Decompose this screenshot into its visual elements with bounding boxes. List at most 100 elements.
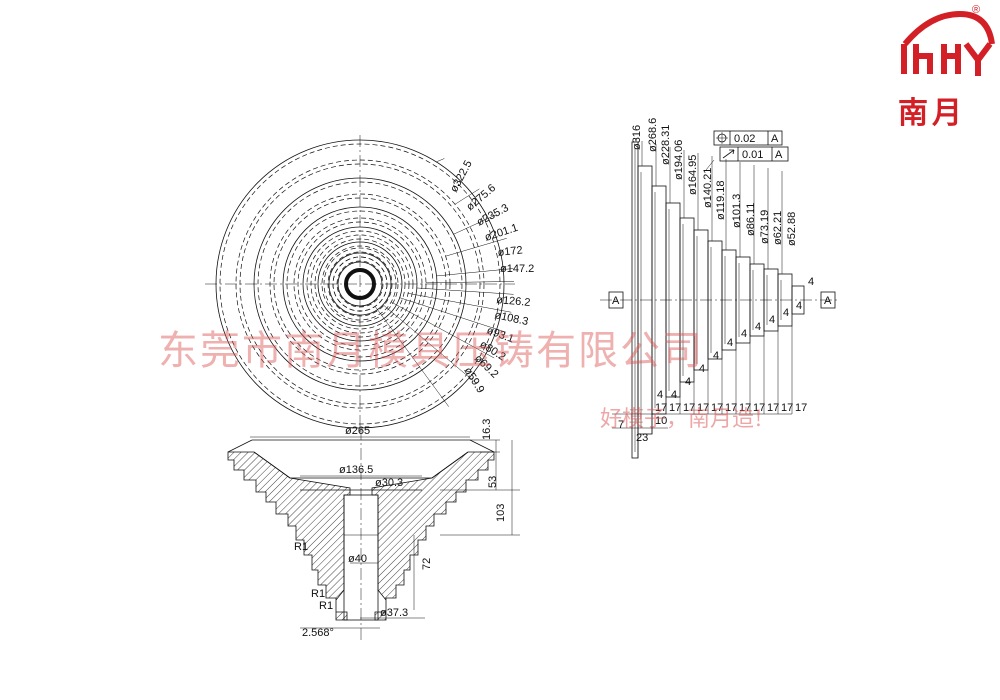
leader-10 bbox=[382, 304, 477, 384]
front-dimension-leaders bbox=[374, 158, 514, 407]
dim-40: ø40 bbox=[348, 553, 367, 565]
logo-text: 南月 bbox=[898, 96, 966, 131]
dim-total-left: 23 bbox=[636, 432, 648, 444]
dim-step-9: 4 bbox=[796, 300, 802, 312]
dim-r1-a: R1 bbox=[294, 541, 308, 553]
dim-side-10: ø62.21 bbox=[772, 211, 784, 245]
dim-53: 53 bbox=[487, 476, 499, 488]
ring-0 bbox=[215, 139, 505, 429]
slogan-watermark: 好模子，南月造! bbox=[600, 407, 763, 432]
datum-box-right bbox=[820, 291, 836, 309]
dim-side-9: ø73.19 bbox=[759, 210, 771, 244]
dim-first-step: 10 bbox=[655, 415, 667, 427]
dim-side-7: ø101.3 bbox=[731, 194, 743, 228]
dim-side-3: ø194.06 bbox=[673, 140, 685, 180]
dim-width-5: 17 bbox=[739, 402, 751, 414]
leader-9 bbox=[391, 301, 495, 359]
company-logo bbox=[901, 10, 995, 76]
dim-front-4: ø172 bbox=[497, 244, 523, 259]
leader-3 bbox=[445, 238, 507, 257]
dim-37-3: ø37.3 bbox=[380, 607, 408, 619]
dim-side-1: ø268.6 bbox=[647, 118, 659, 152]
dim-side-5: ø140.21 bbox=[702, 168, 714, 208]
fcf-value-2: 0.01 bbox=[742, 149, 763, 161]
ring-7 bbox=[310, 234, 410, 334]
side-step-labels: 4 4 4 4 4 4 4 4 4 4 4 4 bbox=[657, 276, 814, 401]
dim-103: 103 bbox=[495, 504, 507, 522]
side-view: A A 0.02 A 0.01 A bbox=[600, 118, 840, 459]
stepped-profile bbox=[612, 138, 805, 459]
side-diameter-labels: ø316 ø268.6 ø228.31 ø194.06 ø164.95 ø140… bbox=[631, 118, 798, 246]
dim-step-0: 4 bbox=[671, 389, 677, 401]
ring-6 bbox=[302, 226, 418, 342]
logo-mark-left bbox=[901, 44, 933, 74]
datum-box-left bbox=[608, 291, 624, 309]
ring-11 bbox=[332, 256, 388, 312]
datum-label-right: A bbox=[824, 295, 832, 307]
dim-front-3: ø201.1 bbox=[483, 222, 519, 244]
dim-width-9: 17 bbox=[795, 402, 807, 414]
dim-width-4: 17 bbox=[725, 402, 737, 414]
section-view: ø265 16.3 ø136.5 ø30.3 53 103 72 ø40 ø37… bbox=[227, 419, 520, 640]
center-bore-outer bbox=[337, 261, 383, 307]
ring-inner-3 bbox=[273, 197, 447, 371]
dim-step-10: 4 bbox=[808, 276, 814, 288]
ring-1 bbox=[235, 159, 485, 409]
dim-width-3: 17 bbox=[711, 402, 723, 414]
ring-4 bbox=[282, 206, 438, 362]
concentric-rings bbox=[215, 139, 505, 429]
ring-inner-4 bbox=[286, 210, 434, 358]
rim-chamfer bbox=[227, 439, 495, 453]
ring-inner-6 bbox=[306, 230, 414, 338]
shaft-stub bbox=[791, 285, 805, 315]
fcf-datum-1: A bbox=[771, 133, 779, 145]
center-bore bbox=[344, 268, 376, 300]
dim-left-offset: 7 bbox=[618, 419, 624, 431]
datum-label-left: A bbox=[612, 295, 620, 307]
dim-width-2: 17 bbox=[697, 402, 709, 414]
logo-mark-right bbox=[963, 42, 993, 76]
dim-side-11: ø52.88 bbox=[786, 212, 798, 246]
dim-30-3: ø30.3 bbox=[375, 477, 403, 489]
dim-front-5: ø147.2 bbox=[500, 263, 534, 275]
leader-4 bbox=[436, 268, 514, 277]
leader-7 bbox=[408, 293, 512, 313]
ring-10 bbox=[328, 252, 392, 316]
dim-step-1: 4 bbox=[685, 376, 691, 388]
leader-6 bbox=[416, 287, 514, 295]
dim-step-5: 4 bbox=[741, 328, 747, 340]
dim-step-11: 4 bbox=[657, 389, 663, 401]
fcf-row-1 bbox=[713, 130, 783, 146]
position-icon bbox=[716, 132, 728, 144]
logo-arc bbox=[902, 10, 995, 46]
ring-inner-8 bbox=[321, 245, 399, 323]
ring-2 bbox=[253, 177, 467, 391]
ring-3 bbox=[269, 193, 451, 375]
dim-side-4: ø164.95 bbox=[687, 155, 699, 195]
leader-11 bbox=[374, 306, 449, 407]
ring-inner-2 bbox=[257, 181, 463, 387]
dim-step-3: 4 bbox=[713, 350, 719, 362]
dim-width-1: 17 bbox=[683, 402, 695, 414]
ring-inner-0 bbox=[219, 143, 501, 425]
company-watermark: 东莞市南月模具压铸有限公司 bbox=[158, 328, 704, 374]
dim-width-7: 17 bbox=[767, 402, 779, 414]
dim-width-0: 17 bbox=[669, 402, 681, 414]
dim-72: 72 bbox=[421, 558, 433, 570]
dim-136-5: ø136.5 bbox=[339, 464, 373, 476]
dim-step-2: 4 bbox=[699, 363, 705, 375]
front-view: ø322.5 ø275.6 ø235.3 ø201.1 ø172 ø147.2 … bbox=[205, 135, 534, 432]
dim-16-3: 16.3 bbox=[481, 419, 493, 440]
leader-0 bbox=[436, 158, 445, 163]
ring-8 bbox=[317, 241, 403, 327]
runout-icon bbox=[722, 149, 735, 159]
ring-inner-7 bbox=[314, 238, 406, 330]
dim-r1-c: R1 bbox=[319, 600, 333, 612]
ring-9 bbox=[323, 247, 397, 321]
leader-8 bbox=[399, 297, 507, 333]
ring-inner-1 bbox=[239, 163, 481, 405]
dim-angle: 2.568° bbox=[302, 627, 334, 639]
dim-front-0: ø322.5 bbox=[448, 159, 475, 195]
dim-side-8: ø86.11 bbox=[745, 203, 757, 236]
